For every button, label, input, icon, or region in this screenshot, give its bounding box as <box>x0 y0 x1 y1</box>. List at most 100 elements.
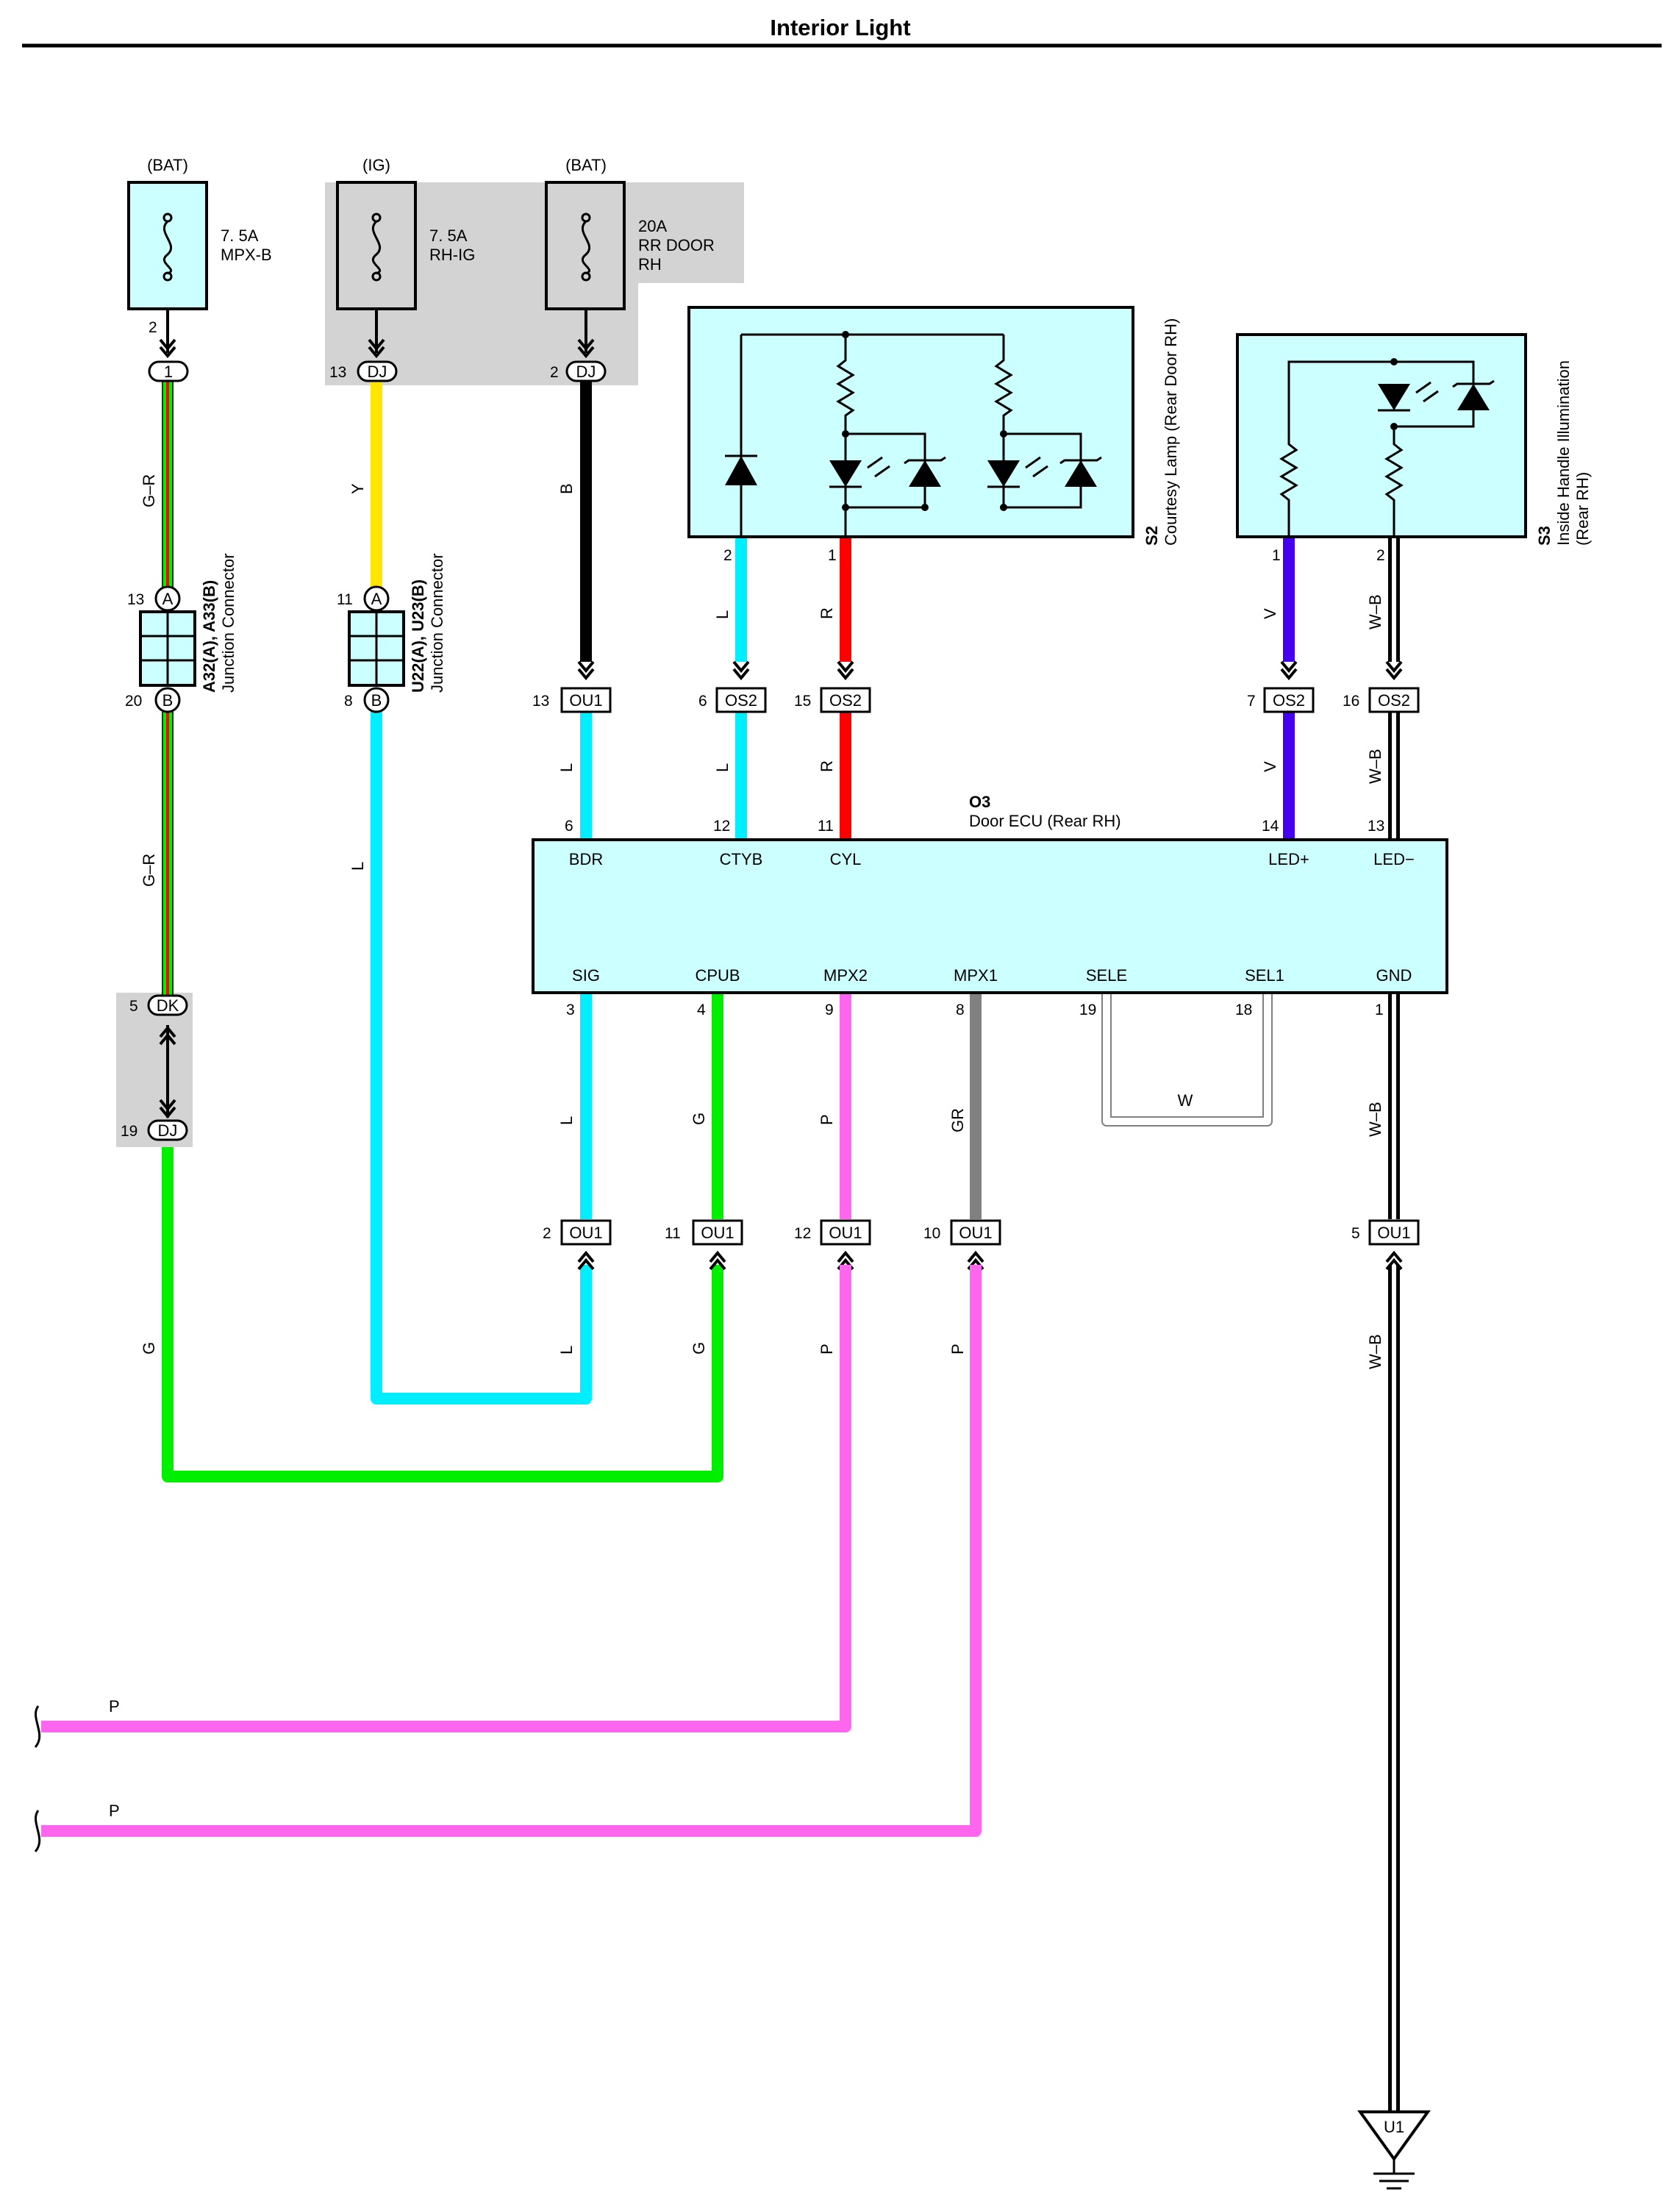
jc-a-desc: Junction Connector <box>219 553 237 693</box>
fuse-rr-door-name: RR DOOR <box>638 236 715 254</box>
ecu-terminal-ctyb: CTYB <box>720 850 763 868</box>
wire-p-horiz2 <box>41 1265 982 1837</box>
label-b: B <box>557 483 576 494</box>
connector-dj-19: 19 DJ <box>121 1119 188 1141</box>
jc-a-tag-bottom: B <box>162 691 174 710</box>
ecu-pin-sele-num: 19 <box>1079 1002 1096 1018</box>
wire-break-mark-1 <box>34 1705 41 1748</box>
label-g-cpub-low: G <box>690 1342 708 1354</box>
s3-id: S3 <box>1535 526 1554 546</box>
connector-os2-6: 6 OS2 <box>698 687 767 713</box>
inside-handle-illumination-s3: 1 2 S3 Inside Handle Illumination (Rear … <box>1236 333 1592 564</box>
connector-ou1-12-pin: 12 <box>794 1225 811 1242</box>
fuse-mpx-b: (BAT) 7. 5A MPX-B 2 <box>127 156 272 336</box>
connector-dj-13-code: DJ <box>368 363 387 381</box>
ecu-pin-led-minus-num: 13 <box>1368 818 1384 835</box>
wire-g-r-lower <box>162 712 174 996</box>
ecu-terminal-cpub: CPUB <box>695 966 740 985</box>
ecu-terminal-bdr: BDR <box>569 850 603 868</box>
connector-dk-5-pin: 5 <box>129 998 138 1015</box>
label-g-cpub: G <box>690 1113 708 1125</box>
label-r-up: R <box>818 607 836 619</box>
jc-a-pin-top: 13 <box>127 591 144 608</box>
junction-connector-u22-u23: 11 A B 8 U22(A), U23(B) Junction Connect… <box>337 553 446 713</box>
label-gr-mpx1: GR <box>948 1108 967 1132</box>
connector-ou1-2-code: OU1 <box>569 1224 602 1242</box>
label-p-mpx2-low: P <box>818 1343 836 1354</box>
label-v-up: V <box>1261 608 1279 619</box>
ecu-terminal-cyl: CYL <box>830 850 862 868</box>
s3-pin-b: 2 <box>1376 547 1385 564</box>
connector-dk-5-code: DK <box>157 996 179 1015</box>
connector-os2-15: 15 OS2 <box>794 687 871 713</box>
label-wb-gnd: W–B <box>1366 1102 1384 1137</box>
courtesy-lamp-s2: 2 1 S2 Courtesy Lamp (Rear Door RH) <box>687 306 1180 564</box>
connector-os2-7-pin: 7 <box>1247 693 1256 710</box>
connector-os2-15-pin: 15 <box>794 693 811 710</box>
connector-ou1-5-pin: 5 <box>1351 1225 1360 1242</box>
label-gr-upper: G–R <box>140 474 158 507</box>
connector-os2-6-code: OS2 <box>725 691 757 710</box>
connector-os2-6-pin: 6 <box>698 693 707 710</box>
jc-a-tag-top: A <box>162 590 174 608</box>
junction-connector-a32-a33: 13 A B 20 A32(A), A33(B) Junction Connec… <box>125 553 237 713</box>
fuse-mpx-b-source: (BAT) <box>147 156 188 174</box>
connector-ou1-13-code: OU1 <box>569 691 602 710</box>
connector-ou1-11-code: OU1 <box>701 1224 734 1242</box>
label-w-loop: W <box>1178 1091 1193 1110</box>
connector-dj-13-pin: 13 <box>329 364 346 381</box>
jc-a-pin-bottom: 20 <box>125 693 142 710</box>
ecu-terminal-led-minus: LED− <box>1373 850 1415 868</box>
connector-dj-2-pin: 2 <box>550 364 559 381</box>
ecu-pin-led-plus-num: 14 <box>1262 818 1279 835</box>
ecu-pin-cyl-num: 11 <box>818 818 834 835</box>
ecu-terminal-sel1: SEL1 <box>1245 966 1284 985</box>
ecu-terminal-mpx1: MPX1 <box>954 966 998 985</box>
ecu-pin-sig-num: 3 <box>566 1002 575 1018</box>
connector-os2-16-pin: 16 <box>1343 693 1359 710</box>
connector-ou1-5: 5 OU1 <box>1351 1219 1420 1246</box>
fuse-mpx-b-name: MPX-B <box>221 246 272 264</box>
door-ecu-o3: O3 Door ECU (Rear RH) 6 BDR 12 CTYB 11 C… <box>532 793 1448 1018</box>
jc-u-tag-top: A <box>371 590 382 608</box>
label-wb-gnd-low: W–B <box>1366 1334 1384 1369</box>
s2-pin-b: 1 <box>828 547 837 564</box>
ground-u1: U1 <box>1357 2110 1431 2190</box>
connector-1-code: 1 <box>164 363 173 381</box>
fuse-rr-door-rh: (BAT) 20A RR DOOR RH <box>545 156 715 310</box>
ecu-pin-gnd-num: 1 <box>1375 1002 1384 1018</box>
wire-g-r-upper <box>162 381 174 594</box>
label-y: Y <box>348 483 367 494</box>
connector-1: 1 <box>148 360 189 382</box>
connector-ou1-5-code: OU1 <box>1377 1224 1410 1242</box>
connector-dj-2-code: DJ <box>576 363 596 381</box>
label-wb-dn: W–B <box>1366 749 1384 784</box>
ecu-terminal-sig: SIG <box>572 966 600 985</box>
connector-os2-7: 7 OS2 <box>1247 687 1315 713</box>
wire-p-horiz1 <box>41 1265 851 1732</box>
wire-l-long <box>371 712 592 1404</box>
label-p-mpx2: P <box>818 1114 836 1125</box>
label-l-long: L <box>348 862 367 871</box>
jc-u-desc: Junction Connector <box>428 553 446 693</box>
label-p-horiz2: P <box>109 1802 120 1820</box>
connector-os2-7-code: OS2 <box>1273 691 1305 710</box>
label-v-dn: V <box>1261 761 1279 772</box>
connector-ou1-2-pin: 2 <box>543 1225 551 1242</box>
ecu-terminal-led-plus: LED+ <box>1268 850 1309 868</box>
fuse-mpx-b-pin: 2 <box>149 319 157 336</box>
connector-ou1-11-pin: 11 <box>665 1225 681 1242</box>
jc-u-pin-top: 11 <box>337 591 353 608</box>
s3-pin-a: 1 <box>1272 547 1281 564</box>
ecu-pin-bdr-num: 6 <box>565 818 573 835</box>
connector-os2-16: 16 OS2 <box>1343 687 1420 713</box>
label-l-cty-dn: L <box>713 763 732 772</box>
connector-ou1-11: 11 OU1 <box>665 1219 743 1246</box>
fuse-rr-door-name2: RH <box>638 255 662 274</box>
gray-zone-ig-bat <box>325 182 744 385</box>
page-title: Interior Light <box>770 15 910 40</box>
label-p-mpx1-low: P <box>948 1343 967 1354</box>
jc-u-pin-bottom: 8 <box>344 693 353 710</box>
connector-ou1-13: 13 OU1 <box>532 687 612 713</box>
ecu-pin-mpx2-num: 9 <box>825 1002 834 1018</box>
